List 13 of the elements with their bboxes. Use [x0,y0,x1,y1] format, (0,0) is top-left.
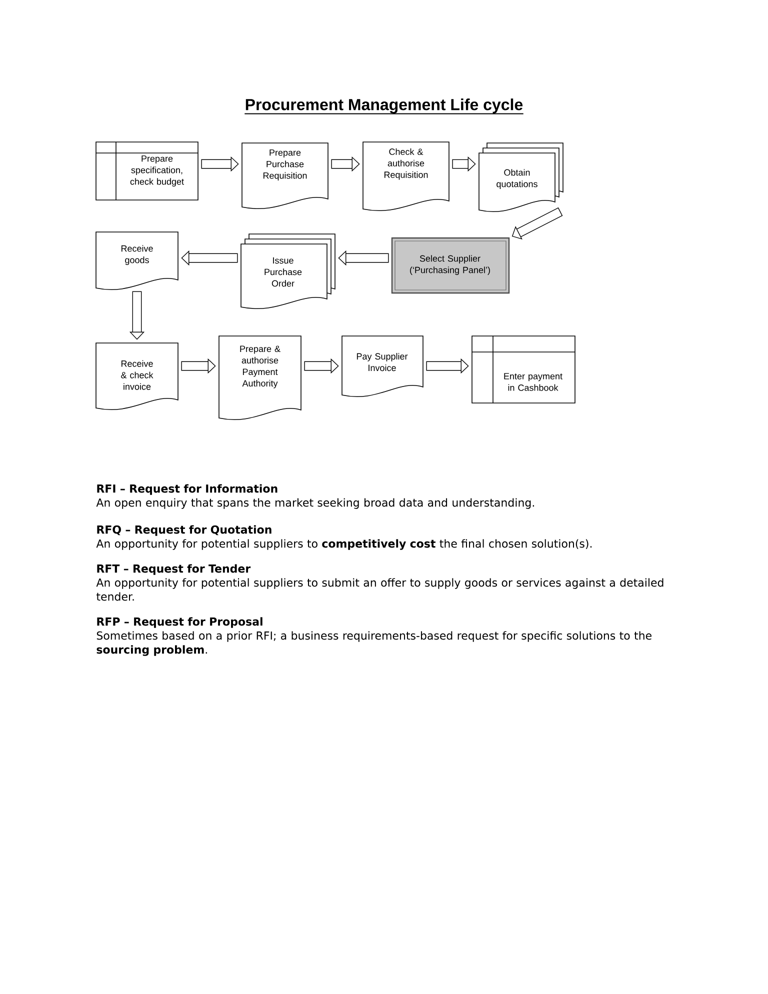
paragraph: An opportunity for potential suppliers to submit an offer to supply goods or services against a detailed tender. [96,578,664,601]
block-arrow [512,207,563,240]
paragraph: An opportunity for potential suppliers to competitively cost the final chosen solution(s). [96,539,592,550]
heading: RFI – Request for Information [97,484,278,495]
heading: RFQ – Request for Quotation [97,525,272,536]
title: Procurement Management Life cycle [244,98,524,114]
paragraph: Sometimes based on a prior RFI; a business requirements-based request for specific solutions to the sourcing problem. [96,631,652,656]
heading: RFT – Request for Tender [97,564,251,575]
process-box: Select Supplier (‘Purchasing Panel’) [391,237,510,294]
heading: RFP – Request for Proposal [97,617,262,628]
process-box: Enter payment in Cashbook [472,336,576,404]
process-box: Prepare specification, check budget [96,142,198,200]
paragraph: An open enquiry that spans the market seeking broad data and understanding. [96,498,534,509]
